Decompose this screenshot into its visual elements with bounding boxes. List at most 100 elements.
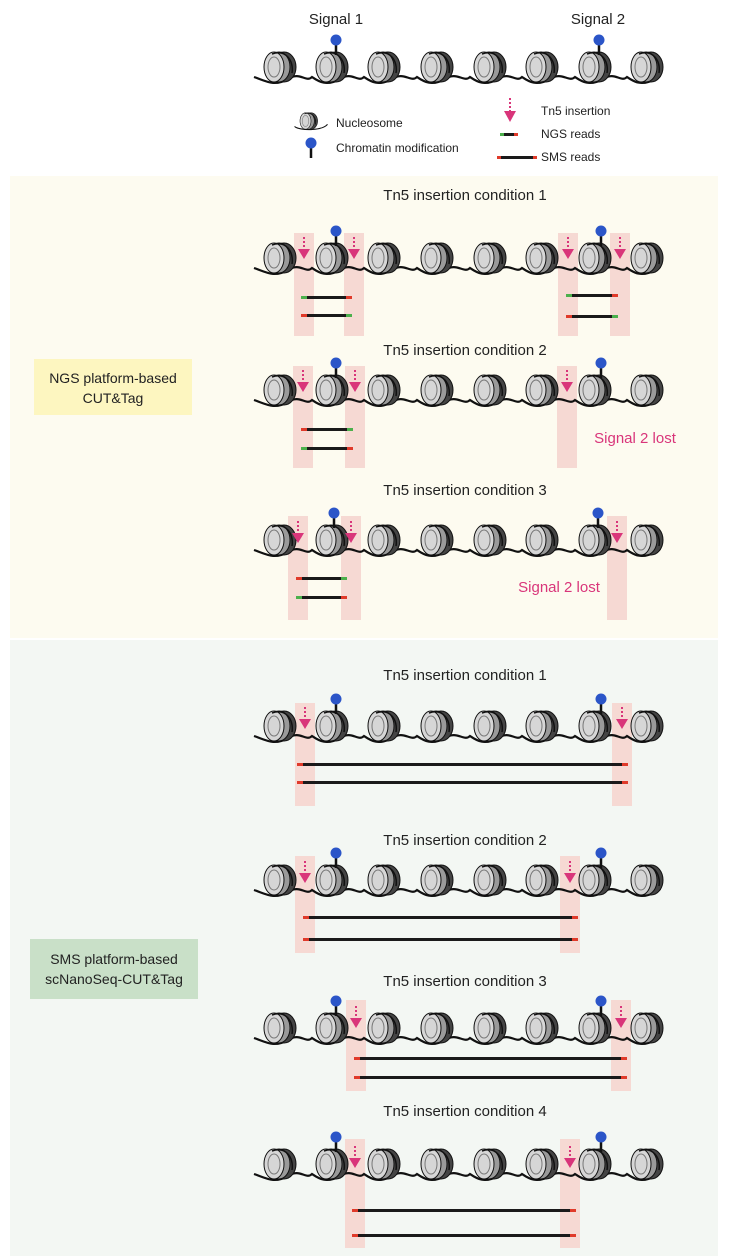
- nucleosome-icon: [420, 51, 454, 83]
- tn5-arrow-icon: [562, 237, 574, 259]
- nucleosome-icon: [525, 51, 559, 83]
- dna-strand: [253, 548, 661, 558]
- nucleosome-icon: [367, 1012, 401, 1044]
- legend-ngs-reads-label: NGS reads: [541, 127, 600, 141]
- insertion-band: [560, 1139, 580, 1248]
- ngs-label-line2: CUT&Tag: [83, 390, 144, 406]
- dna-strand: [253, 266, 661, 276]
- nucleosome-icon: [367, 864, 401, 896]
- sms-cond2-fiber: [253, 847, 664, 898]
- insertion-band: [294, 233, 314, 336]
- sequencing-read: [566, 294, 618, 297]
- nucleosome-icon: [578, 1012, 612, 1044]
- nucleosome-icon: [473, 242, 507, 274]
- modification-icon: [595, 693, 607, 705]
- nucleosome-icon: [315, 242, 349, 274]
- nucleosome-icon: [420, 1148, 454, 1180]
- insertion-band: [558, 233, 578, 336]
- tn5-arrow-icon: [564, 1146, 576, 1168]
- nucleosome-icon: [367, 242, 401, 274]
- insertion-band: [295, 703, 315, 806]
- legend-modification-label: Chromatin modification: [336, 141, 459, 155]
- insertion-band: [345, 1139, 365, 1248]
- nucleosome-icon: [367, 51, 401, 83]
- nucleosome-icon: [630, 1148, 664, 1180]
- modification-icon: [595, 1131, 607, 1143]
- nucleosome-icon: [263, 374, 297, 406]
- tn5-arrow-icon: [349, 370, 361, 392]
- ngs-condition-2-note: Signal 2 lost: [594, 430, 677, 447]
- tn5-arrow-icon: [292, 521, 304, 543]
- nucleosome-icon: [473, 524, 507, 556]
- nucleosome-icon: [315, 374, 349, 406]
- nucleosome-icon: [420, 1012, 454, 1044]
- nucleosome-icon: [263, 710, 297, 742]
- nucleosome-icon: [473, 1012, 507, 1044]
- sms-label-box: [30, 939, 198, 999]
- modification-icon: [330, 225, 342, 237]
- dna-strand: [253, 75, 661, 85]
- nucleosome-icon: [525, 1148, 559, 1180]
- ngs-condition-3-note: Signal 2 lost: [518, 579, 601, 596]
- nucleosome-icon: [473, 864, 507, 896]
- insertion-band: [293, 366, 313, 468]
- sequencing-read: [297, 763, 628, 766]
- nucleosome-icon: [473, 51, 507, 83]
- nucleosome-icon: [315, 1012, 349, 1044]
- nucleosome-icon: [525, 242, 559, 274]
- modification-icon: [330, 693, 342, 705]
- modification-icon: [592, 507, 604, 519]
- tn5-arrow-icon: [614, 237, 626, 259]
- modification-icon: [595, 357, 607, 369]
- sms-cond1-fiber: [253, 693, 664, 744]
- nucleosome-icon: [367, 710, 401, 742]
- nucleosome-icon: [315, 710, 349, 742]
- insertion-band: [612, 703, 632, 806]
- sequencing-read: [352, 1209, 576, 1212]
- tn5-arrow-icon: [348, 237, 360, 259]
- nucleosome-icon: [420, 710, 454, 742]
- modification-icon: [330, 357, 342, 369]
- nucleosome-icon: [263, 51, 297, 83]
- tn5-arrow-icon: [564, 861, 576, 883]
- nucleosome-icon: [578, 374, 612, 406]
- nucleosome-icon: [315, 524, 349, 556]
- ngs-cond2-fiber: [253, 357, 664, 408]
- tn5-arrow-icon: [297, 370, 309, 392]
- sms-condition-4-title: Tn5 insertion condition 4: [383, 1103, 546, 1120]
- dna-strand: [253, 398, 661, 408]
- dna-strand: [253, 1172, 661, 1182]
- sms-label-line2: scNanoSeq-CUT&Tag: [45, 971, 183, 987]
- nucleosome-icon: [578, 1148, 612, 1180]
- nucleosome-icon: [473, 1148, 507, 1180]
- sequencing-read: [301, 314, 352, 317]
- nucleosome-icon: [263, 1012, 297, 1044]
- tn5-arrow-icon: [349, 1146, 361, 1168]
- nucleosome-icon: [367, 1148, 401, 1180]
- ngs-label-box: [34, 359, 192, 415]
- ngs-condition-2-title: Tn5 insertion condition 2: [383, 342, 546, 359]
- insertion-band: [346, 1000, 366, 1091]
- tn5-arrow-icon: [561, 370, 573, 392]
- nucleosome-icon: [473, 710, 507, 742]
- tn5-arrow-icon: [299, 861, 311, 883]
- sequencing-read: [566, 315, 618, 318]
- insertion-band: [295, 856, 315, 953]
- dna-strand: [253, 888, 661, 898]
- sms-condition-2-title: Tn5 insertion condition 2: [383, 832, 546, 849]
- legend: Nucleosome Chromatin modification Tn5 in…: [294, 98, 610, 164]
- sms-condition-3-title: Tn5 insertion condition 3: [383, 973, 546, 990]
- sequencing-read: [296, 596, 347, 599]
- sms-cond4-fiber: [253, 1131, 664, 1182]
- insertion-band: [560, 856, 580, 953]
- modification-icon: [593, 34, 605, 46]
- tn5-arrow-icon: [299, 707, 311, 729]
- sms-condition-1-title: Tn5 insertion condition 1: [383, 667, 546, 684]
- nucleosome-icon: [473, 374, 507, 406]
- nucleosome-icon: [315, 51, 349, 83]
- insertion-band: [610, 233, 630, 336]
- insertion-band: [611, 1000, 631, 1091]
- legend-ngs-read-icon: [500, 133, 518, 136]
- sequencing-read: [301, 428, 353, 431]
